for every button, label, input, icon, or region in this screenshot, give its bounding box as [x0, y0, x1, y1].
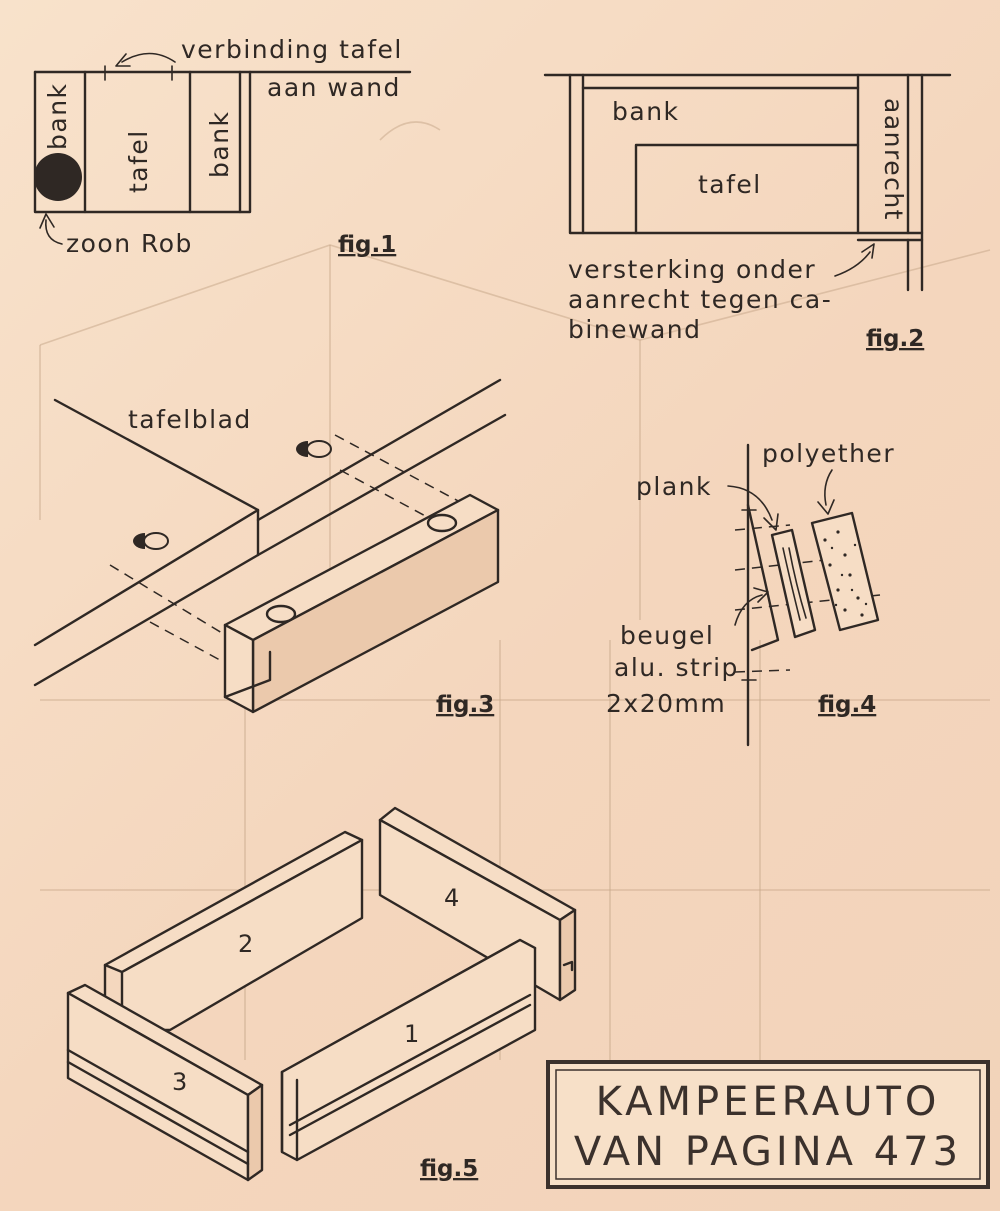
fig3-hole-wall-outline	[306, 440, 332, 458]
fig2-arrow-versterking	[834, 251, 871, 277]
fig3-wall-lines	[256, 378, 507, 557]
fig4-polyether-texture	[823, 530, 868, 617]
fig4-polyether	[810, 511, 880, 632]
title-line-1: KAMPEERAUTO	[596, 1079, 941, 1125]
fig1-person-dot	[34, 153, 82, 201]
fig3-hole-wall	[296, 441, 308, 457]
fig4-arrowhead-beugel	[753, 587, 769, 603]
fig4-arrow-plank	[727, 485, 773, 521]
fig4-bracket	[746, 503, 780, 652]
fig1-label-bank-left: bank	[43, 82, 72, 150]
fig2-table	[634, 143, 860, 235]
title-box-frame	[546, 1060, 990, 1189]
fig2-outline	[568, 73, 860, 235]
fig4-label-beugel-line2: alu. strip	[614, 653, 739, 682]
fig5-label-panel-3: 3	[172, 1068, 187, 1096]
fig4-plank	[770, 528, 817, 639]
fig3-hole-bracket-left	[265, 604, 297, 624]
fig3-caption: fig.3	[436, 692, 494, 718]
fig5-panel-1-face	[280, 938, 537, 1162]
figure-5: 2 4 3 1 fig.5	[66, 806, 577, 1182]
fig5-panel-1-groove	[288, 993, 532, 1137]
fig1-arrowhead-zoon	[39, 213, 55, 229]
fig2-note-line1: versterking onder	[568, 255, 816, 284]
fig1-dividers	[83, 70, 242, 214]
figure-1: bank tafel bank verbinding tafel aan wan…	[33, 35, 412, 258]
fig5-caption: fig.5	[420, 1156, 478, 1182]
fig1-label-zoon: zoon Rob	[66, 229, 193, 258]
fig1-caption: fig.1	[338, 232, 396, 258]
figure-2: bank tafel aanrecht versterking onder aa…	[543, 73, 952, 352]
fig5-label-panel-4: 4	[444, 884, 459, 912]
fig4-label-polyether: polyether	[762, 439, 895, 468]
fig4-arrowhead-plank	[763, 513, 779, 531]
fig3-table-top-lines	[33, 508, 260, 687]
fig1-outline	[33, 70, 252, 214]
fig2-arrowhead-versterking	[861, 243, 875, 259]
figure-4: plank polyether beugel alu. strip 2x20mm…	[606, 439, 895, 747]
fig1-arrowhead-verbinding	[115, 53, 131, 67]
fig4-label-beugel-line1: beugel	[620, 621, 714, 650]
fig4-arrow-beugel	[734, 594, 763, 626]
fig1-tick-marks	[104, 65, 173, 81]
fig4-arrowhead-polyether	[817, 499, 835, 515]
fig2-label-tafel: tafel	[698, 170, 762, 199]
fig5-panel-4-edge	[558, 908, 577, 1002]
fig1-arrow-zoon	[45, 219, 63, 245]
fig2-reinforcement	[856, 231, 924, 242]
fig2-label-bank: bank	[612, 97, 680, 126]
fig1-label-bank-right: bank	[205, 110, 234, 178]
fig5-label-panel-2: 2	[238, 930, 253, 958]
fig4-label-plank: plank	[636, 472, 712, 501]
fig1-label-verbinding-line1: verbinding tafel	[181, 35, 403, 64]
title-box: KAMPEERAUTO VAN PAGINA 473	[546, 1060, 990, 1189]
fig4-caption: fig.4	[818, 692, 876, 718]
title-box-inner-frame	[555, 1069, 981, 1180]
fig5-label-panel-1: 1	[404, 1020, 419, 1048]
fig2-caption: fig.2	[866, 326, 924, 352]
bleed-through-ghost-lines	[39, 121, 991, 1060]
fig1-label-tafel: tafel	[124, 129, 153, 193]
fig4-plank-grain	[782, 547, 807, 621]
fig4-screws	[741, 509, 757, 681]
fig3-label-tafelblad: tafelblad	[128, 405, 252, 434]
fig3-hole-table	[133, 533, 145, 549]
fig1-arrow-verbinding	[121, 52, 176, 63]
fig3-hole-bracket-right	[426, 513, 458, 533]
fig3-bracket-lip	[223, 650, 272, 699]
fig5-panel-3-groove	[66, 1048, 250, 1166]
fig2-note-line3: binewand	[568, 315, 702, 344]
fig2-note-line2: aanrecht tegen ca-	[568, 285, 832, 314]
fig2-label-aanrecht: aanrecht	[879, 98, 908, 221]
fig5-panel-3-edge	[246, 1083, 264, 1182]
fig4-label-beugel-line3: 2x20mm	[606, 689, 726, 718]
fig4-arrow-polyether	[824, 469, 833, 506]
fig3-bracket-end	[223, 623, 255, 714]
figure-3: tafelblad fig.3	[33, 378, 507, 718]
fig3-hole-table-outline	[143, 532, 169, 550]
fig1-label-verbinding-line2: aan wand	[267, 73, 401, 102]
fig2-cabin-wall	[906, 73, 924, 292]
title-line-2: VAN PAGINA 473	[574, 1129, 962, 1175]
fig5-panel-4-groove	[562, 960, 574, 972]
